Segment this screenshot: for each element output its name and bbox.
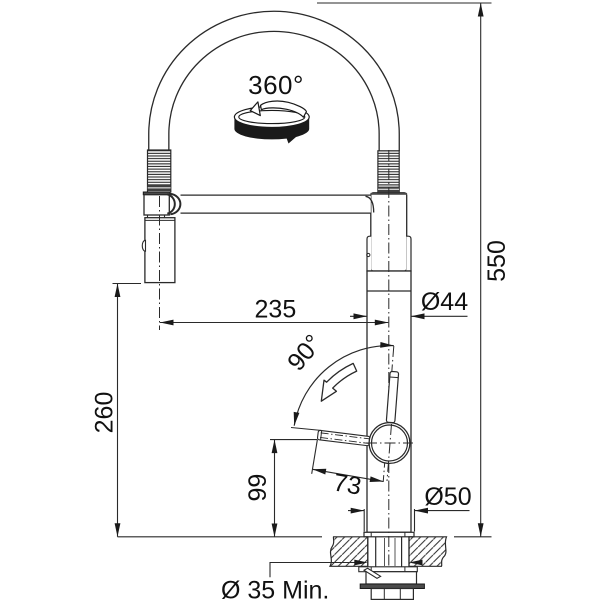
svg-text:260: 260 [91,392,119,434]
svg-text:73: 73 [331,468,363,500]
svg-text:235: 235 [255,296,297,324]
svg-text:Ø 35 Min.: Ø 35 Min. [221,577,329,600]
svg-text:99: 99 [244,474,272,502]
svg-text:Ø44: Ø44 [421,288,468,316]
svg-text:550: 550 [483,240,511,282]
svg-text:Ø50: Ø50 [424,483,471,511]
svg-text:360°: 360° [248,70,304,100]
